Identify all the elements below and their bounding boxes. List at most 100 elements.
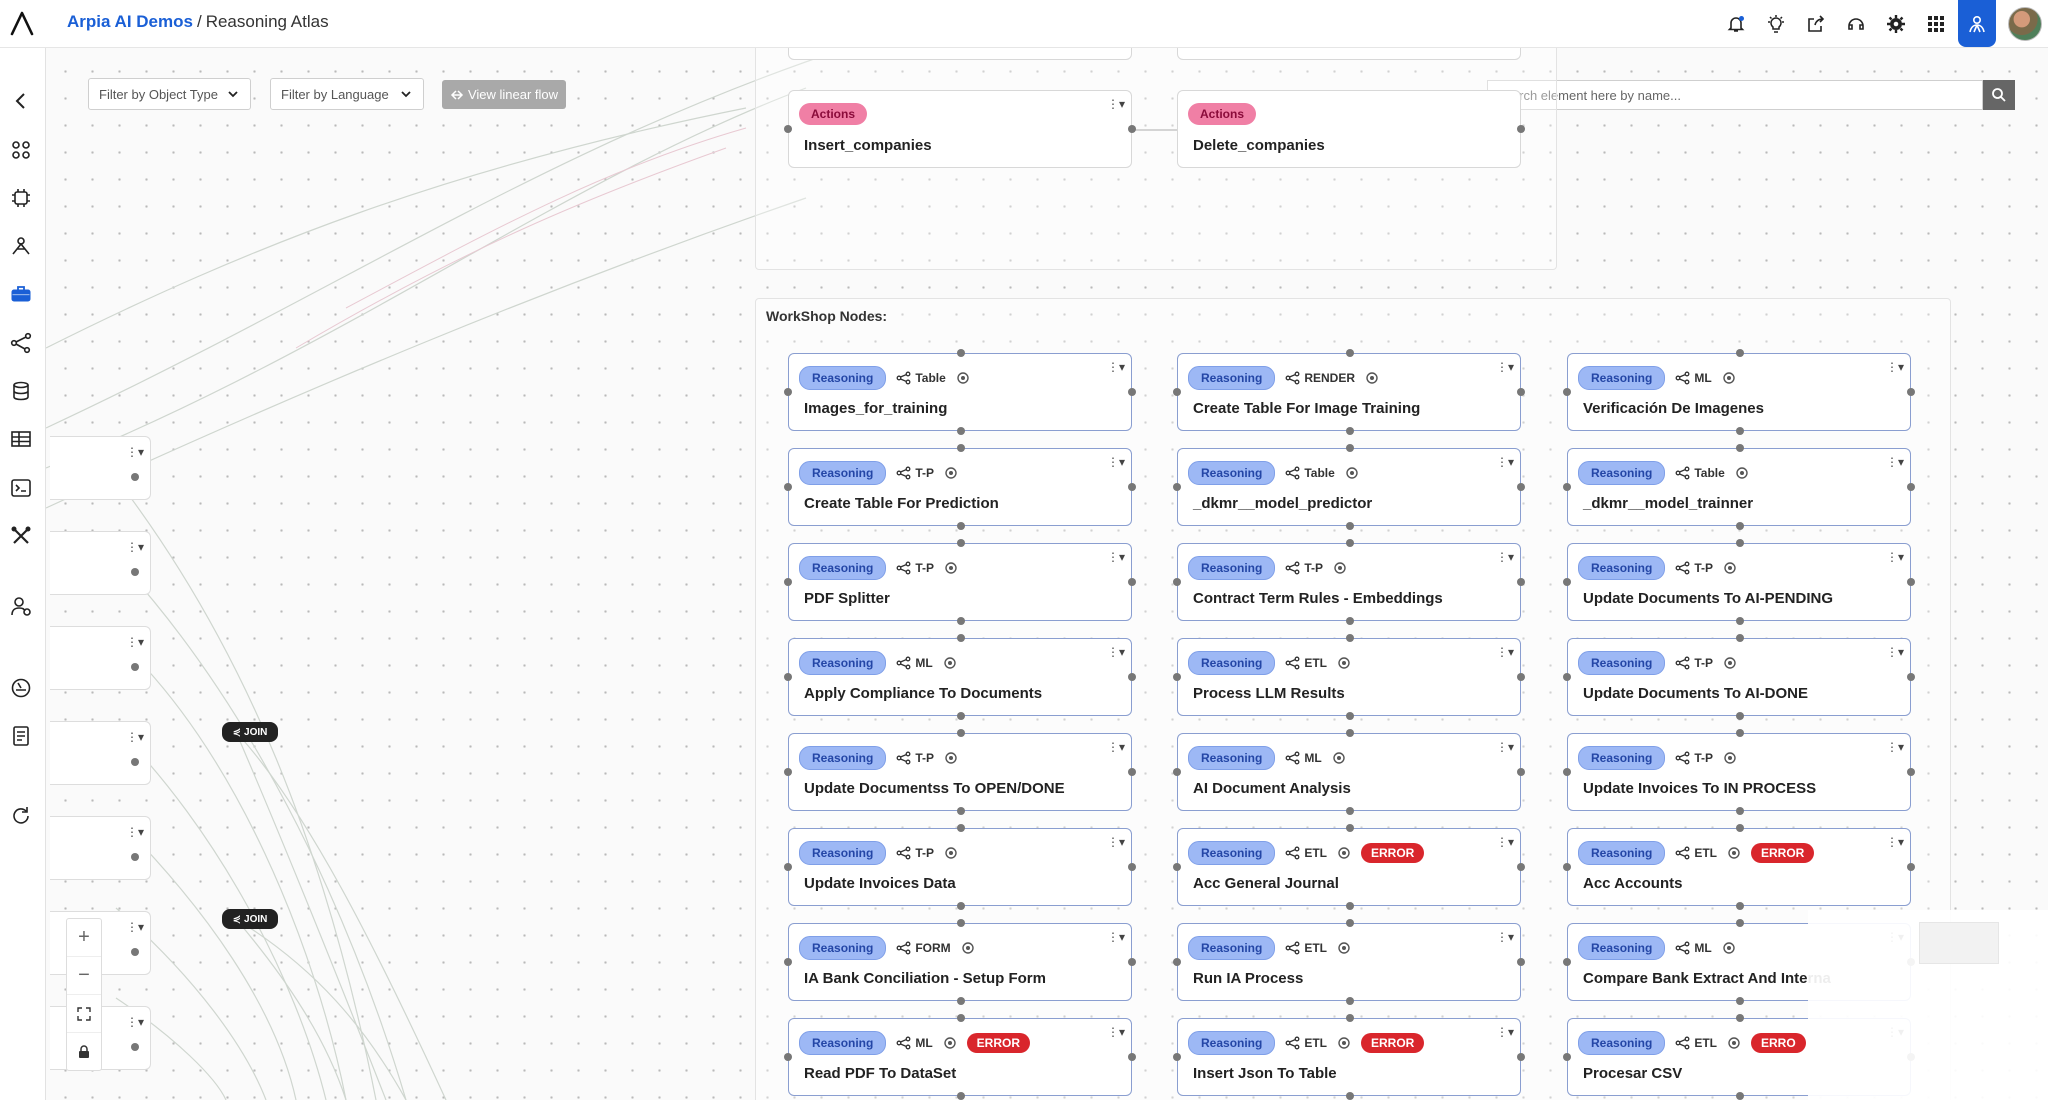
connection-handle[interactable] (1173, 1053, 1181, 1061)
speedometer-icon[interactable] (8, 675, 34, 701)
connection-handle[interactable] (784, 673, 792, 681)
connection-handle[interactable] (957, 919, 965, 927)
connection-handle[interactable] (131, 853, 139, 861)
connection-handle[interactable] (957, 444, 965, 452)
connection-handle[interactable] (1346, 919, 1354, 927)
node-menu-icon[interactable]: ⋮▾ (1495, 1025, 1514, 1039)
connection-handle[interactable] (1173, 673, 1181, 681)
share-icon[interactable] (1796, 0, 1836, 47)
zoom-out-button[interactable]: − (67, 957, 101, 995)
connection-handle[interactable] (1346, 522, 1354, 530)
database-icon[interactable] (8, 378, 34, 404)
reasoning-agent-icon[interactable] (8, 233, 34, 259)
connection-handle[interactable] (1563, 1053, 1571, 1061)
connection-handle[interactable] (1736, 427, 1744, 435)
node-menu-icon[interactable]: ⋮▾ (1885, 740, 1904, 754)
breadcrumb-workspace-link[interactable]: Arpia AI Demos (67, 12, 193, 31)
node-menu-icon[interactable]: ⋮▾ (1106, 455, 1125, 469)
connection-handle[interactable] (1736, 919, 1744, 927)
connection-handle[interactable] (1517, 388, 1525, 396)
partial-node-stub[interactable]: ⋮▾ (50, 436, 151, 500)
dashboard-dots-icon[interactable] (8, 137, 34, 163)
connection-handle[interactable] (1736, 997, 1744, 1005)
connection-handle[interactable] (957, 522, 965, 530)
connection-handle[interactable] (1128, 388, 1136, 396)
node-menu-icon[interactable]: ⋮▾ (1495, 740, 1514, 754)
action-node[interactable]: Actions Delete_companies (1177, 90, 1525, 168)
join-node[interactable]: ⋞JOIN (222, 909, 278, 929)
connection-handle[interactable] (1563, 863, 1571, 871)
connection-handle[interactable] (957, 997, 965, 1005)
node-menu-icon[interactable]: ⋮▾ (125, 730, 144, 744)
connection-handle[interactable] (1907, 388, 1915, 396)
filter-object-type-select[interactable]: Filter by Object Type (88, 78, 251, 110)
connection-handle[interactable] (1517, 673, 1525, 681)
connection-handle[interactable] (1346, 1092, 1354, 1100)
node-menu-icon[interactable]: ⋮▾ (1106, 360, 1125, 374)
connection-handle[interactable] (957, 824, 965, 832)
connection-handle[interactable] (957, 729, 965, 737)
connection-handle[interactable] (131, 568, 139, 576)
connection-handle[interactable] (1173, 388, 1181, 396)
connection-handle[interactable] (1736, 807, 1744, 815)
node-menu-icon[interactable]: ⋮▾ (1106, 97, 1125, 111)
connection-handle[interactable] (1128, 768, 1136, 776)
connection-handle[interactable] (784, 863, 792, 871)
search-button[interactable] (1983, 80, 2015, 110)
connection-handle[interactable] (1736, 617, 1744, 625)
connection-handle[interactable] (1173, 768, 1181, 776)
node-menu-icon[interactable]: ⋮▾ (125, 825, 144, 839)
toolbox-icon[interactable] (8, 281, 34, 307)
connection-handle[interactable] (1128, 863, 1136, 871)
node-menu-icon[interactable]: ⋮▾ (1885, 645, 1904, 659)
partial-node-stub[interactable]: ⋮▾ (50, 721, 151, 785)
connection-handle[interactable] (1346, 427, 1354, 435)
node-menu-icon[interactable]: ⋮▾ (1495, 455, 1514, 469)
join-node[interactable]: ⋞JOIN (222, 722, 278, 742)
connection-handle[interactable] (1517, 1053, 1525, 1061)
connection-handle[interactable] (1907, 578, 1915, 586)
connection-handle[interactable] (1346, 444, 1354, 452)
node-menu-icon[interactable]: ⋮▾ (1885, 550, 1904, 564)
connection-handle[interactable] (784, 483, 792, 491)
node-menu-icon[interactable]: ⋮▾ (125, 635, 144, 649)
connection-handle[interactable] (1346, 539, 1354, 547)
connection-handle[interactable] (1736, 712, 1744, 720)
minimap[interactable] (1808, 910, 2048, 1100)
connection-handle[interactable] (784, 388, 792, 396)
lightbulb-icon[interactable] (1756, 0, 1796, 47)
connection-handle[interactable] (957, 634, 965, 642)
node-menu-icon[interactable]: ⋮▾ (1495, 930, 1514, 944)
node-menu-icon[interactable]: ⋮▾ (125, 1015, 144, 1029)
user-avatar[interactable] (2008, 6, 2042, 41)
connection-handle[interactable] (1517, 483, 1525, 491)
partial-node-stub[interactable]: ⋮▾ (50, 626, 151, 690)
connection-handle[interactable] (1736, 539, 1744, 547)
connection-handle[interactable] (957, 712, 965, 720)
connection-handle[interactable] (1346, 997, 1354, 1005)
node-menu-icon[interactable]: ⋮▾ (1106, 645, 1125, 659)
connection-handle[interactable] (1907, 863, 1915, 871)
table-icon[interactable] (8, 426, 34, 452)
connection-handle[interactable] (131, 1043, 139, 1051)
connection-handle[interactable] (1907, 673, 1915, 681)
fit-view-button[interactable] (67, 995, 101, 1033)
agent-user-icon[interactable] (1958, 0, 1996, 47)
node-menu-icon[interactable]: ⋮▾ (125, 920, 144, 934)
connection-handle[interactable] (131, 663, 139, 671)
node-menu-icon[interactable]: ⋮▾ (125, 445, 144, 459)
